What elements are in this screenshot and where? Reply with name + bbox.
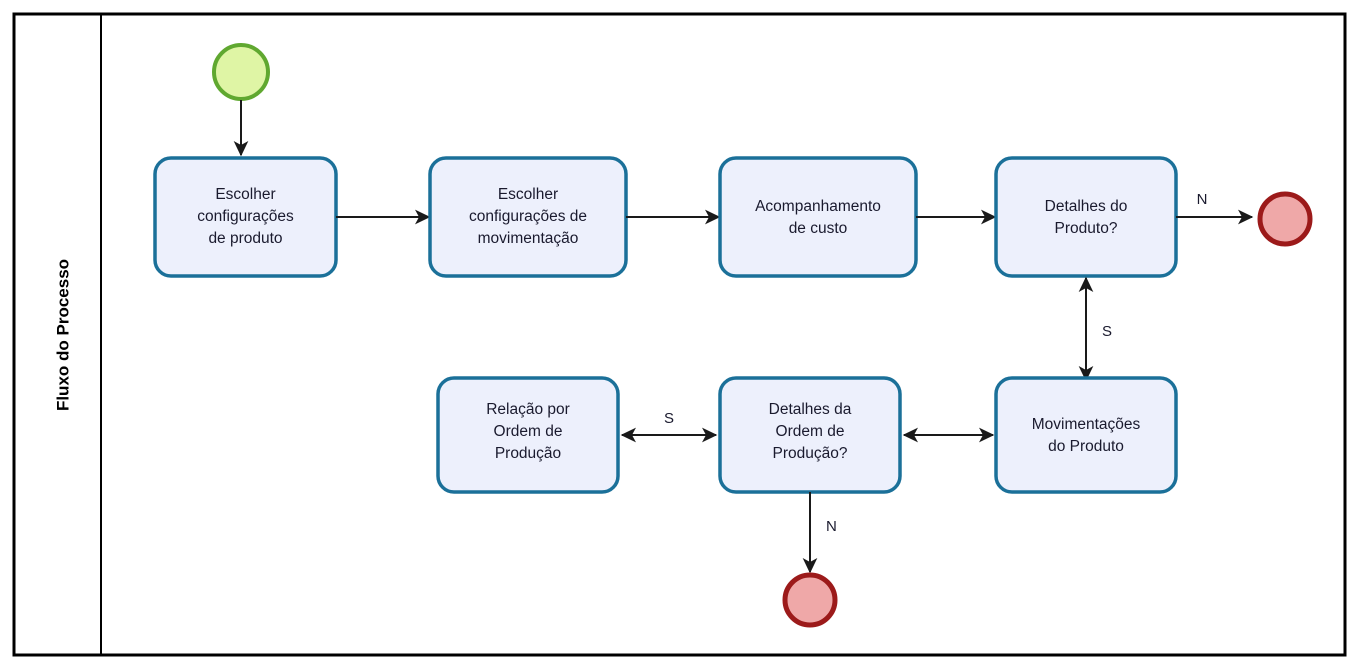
task-label-line-1: Detalhes da <box>769 401 852 418</box>
task-escolher-configuracoes-de-produto[interactable]: Escolher configurações de produto <box>153 156 338 278</box>
task-box[interactable] <box>994 156 1178 278</box>
pool-frame <box>12 12 1347 657</box>
task-label-line-1: Escolher <box>215 186 275 203</box>
task-label-line-3: Produção? <box>773 445 848 462</box>
end-event-top[interactable] <box>1257 191 1313 247</box>
task-escolher-configuracoes-de-movimentacao[interactable]: Escolher configurações de movimentação <box>428 156 628 278</box>
task-label-line-2: configurações de <box>469 208 587 225</box>
end-event-bottom[interactable] <box>782 572 838 628</box>
flow-label-produto-yes: S <box>1102 323 1112 340</box>
task-detalhes-da-ordem-de-producao[interactable]: Detalhes da Ordem de Produção? <box>718 376 902 494</box>
task-acompanhamento-de-custo[interactable]: Acompanhamento de custo <box>718 156 918 278</box>
task-label-line-3: Produção <box>495 445 561 462</box>
flow-label-produto-no: N <box>1197 191 1208 208</box>
task-label-line-1: Relação por <box>486 401 570 418</box>
task-relacao-por-ordem-de-producao[interactable]: Relação por Ordem de Produção <box>436 376 620 494</box>
task-box[interactable] <box>994 376 1178 494</box>
task-label-line-1: Escolher <box>498 186 558 203</box>
task-box[interactable] <box>436 376 620 494</box>
flow-label-ordem-yes: S <box>664 410 674 427</box>
task-label-line-2: do Produto <box>1048 438 1124 455</box>
task-label-line-2: configurações <box>197 208 294 225</box>
task-movimentacoes-do-produto[interactable]: Movimentações do Produto <box>994 376 1178 494</box>
flow-label-ordem-no: N <box>826 518 837 535</box>
start-event[interactable] <box>212 43 270 101</box>
task-label-line-2: Ordem de <box>776 423 845 440</box>
lane-title: Fluxo do Processo <box>53 259 72 411</box>
task-label-line-3: de produto <box>208 230 282 247</box>
task-label-line-2: de custo <box>789 220 848 237</box>
task-label-line-2: Produto? <box>1055 220 1118 237</box>
task-detalhes-do-produto[interactable]: Detalhes do Produto? <box>994 156 1178 278</box>
task-label-line-1: Detalhes do <box>1045 198 1128 215</box>
task-box[interactable] <box>718 156 918 278</box>
task-label-line-2: Ordem de <box>494 423 563 440</box>
task-label-line-1: Movimentações <box>1032 416 1141 433</box>
task-label-line-1: Acompanhamento <box>755 198 881 215</box>
task-label-line-3: movimentação <box>478 230 579 247</box>
